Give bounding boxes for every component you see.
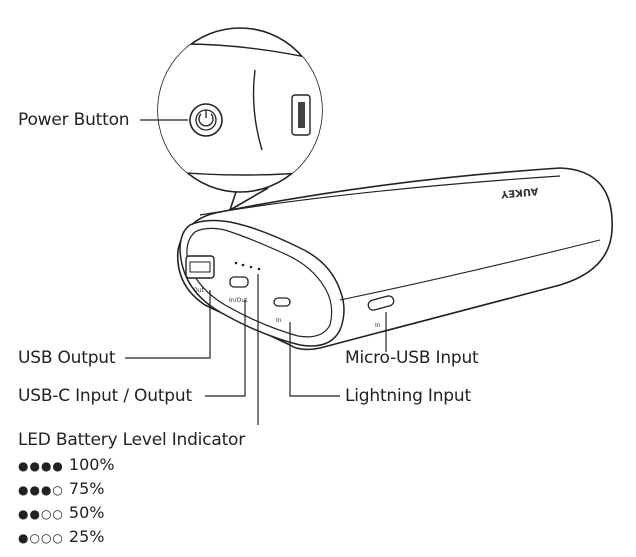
led-dots: ●●●○ bbox=[18, 483, 64, 497]
label-led: LED Battery Level Indicator bbox=[18, 430, 246, 450]
led-percent: 50% bbox=[68, 503, 105, 522]
led-dots: ●●●● bbox=[18, 459, 64, 473]
port-label-out: Out bbox=[193, 287, 205, 294]
leader-lines bbox=[125, 119, 387, 425]
led-level-row: ●●○○ 50% bbox=[18, 503, 104, 524]
port-label-in: In bbox=[276, 317, 282, 324]
label-lightning: Lightning Input bbox=[345, 386, 471, 406]
led-dots: ●●○○ bbox=[18, 507, 64, 521]
lightning-port-icon bbox=[273, 297, 291, 307]
led-dot bbox=[257, 267, 261, 271]
led-dot bbox=[249, 265, 253, 269]
label-usbc: USB-C Input / Output bbox=[18, 386, 192, 406]
power-bank-body: Out In/Out In In AUKEY bbox=[176, 167, 613, 351]
led-dot bbox=[241, 263, 245, 267]
brand-logo: AUKEY bbox=[500, 185, 539, 199]
led-percent: 25% bbox=[68, 527, 105, 546]
led-level-row: ●○○○ 25% bbox=[18, 527, 104, 548]
port-label-micro-in: In bbox=[375, 322, 381, 329]
label-power-button: Power Button bbox=[18, 110, 130, 130]
led-percent: 75% bbox=[68, 479, 105, 498]
usbc-port-icon bbox=[229, 276, 249, 288]
micro-usb-port-icon bbox=[367, 295, 395, 311]
led-dot bbox=[234, 261, 238, 265]
led-level-row: ●●●○ 75% bbox=[18, 479, 104, 500]
port-label-inout: In/Out bbox=[229, 297, 248, 304]
label-usb-output: USB Output bbox=[18, 348, 116, 368]
label-micro-usb: Micro-USB Input bbox=[345, 348, 479, 368]
led-percent: 100% bbox=[68, 455, 115, 474]
zoom-callout bbox=[157, 27, 323, 211]
led-level-row: ●●●● 100% bbox=[18, 455, 115, 476]
led-dots: ●○○○ bbox=[18, 531, 64, 545]
power-button-icon bbox=[189, 103, 223, 137]
